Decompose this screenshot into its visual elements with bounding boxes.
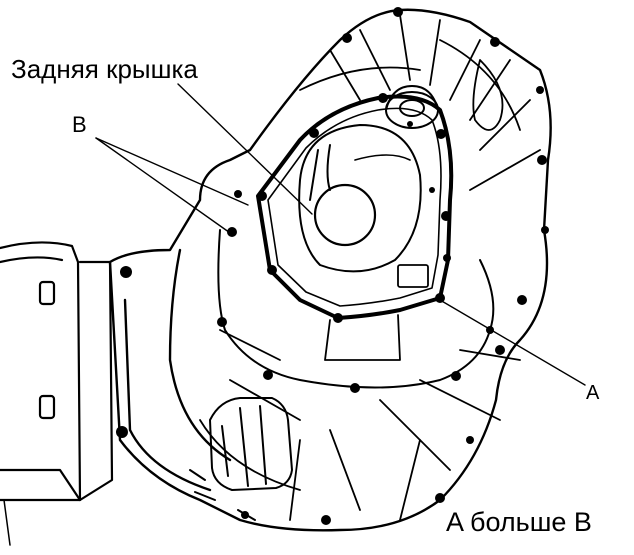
upper-ribs (299, 14, 541, 191)
leader-b-lower (95, 137, 234, 236)
left-flange (0, 241, 114, 546)
comparison-note: A больше B (446, 507, 592, 537)
top-bearing (385, 85, 439, 129)
bolts (116, 7, 549, 525)
point-a-label: A (586, 382, 600, 404)
leader-rear-cover (177, 83, 313, 215)
rear-cover-label: Задняя крышка (11, 54, 198, 84)
lower-ribs (199, 329, 521, 521)
bolt-ring (217, 229, 495, 389)
rear-cover (256, 94, 454, 361)
connector-block (189, 397, 293, 521)
leader-lines (95, 83, 586, 386)
leader-b-upper (95, 137, 249, 206)
point-b-label: B (72, 112, 87, 137)
leader-a (439, 299, 586, 386)
main-case (108, 8, 552, 532)
